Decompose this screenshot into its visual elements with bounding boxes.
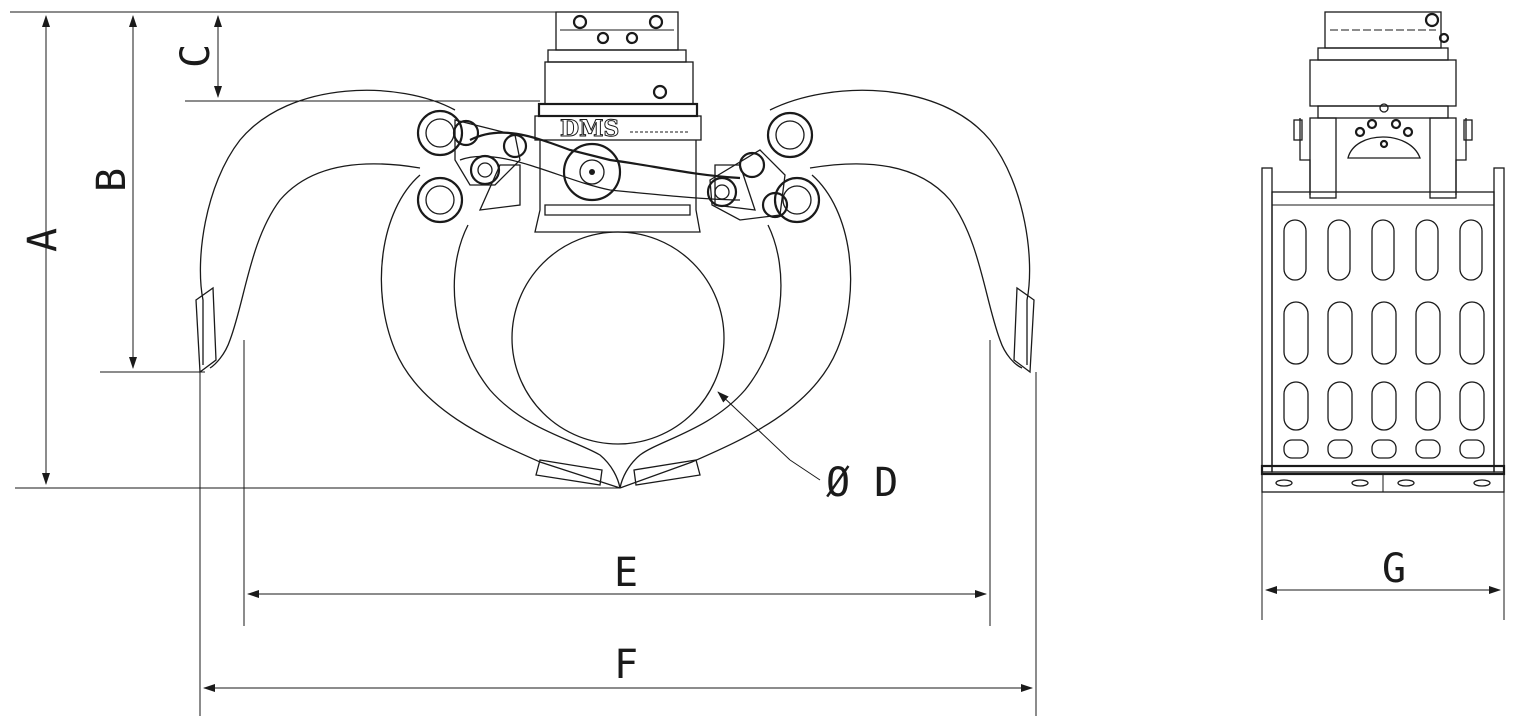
side-rotator xyxy=(1293,11,1473,199)
dimension-c: C xyxy=(173,15,540,102)
dimension-b-label: B xyxy=(89,168,135,192)
dimension-g-label: G xyxy=(1382,546,1406,592)
dimension-d-label: Ø D xyxy=(826,460,898,506)
dimension-f: F xyxy=(199,372,1037,716)
dimension-a: A xyxy=(10,11,620,489)
rotator-logo: DMS xyxy=(560,116,619,142)
dimension-a-label: A xyxy=(20,228,66,252)
side-view: G xyxy=(1260,11,1506,620)
inner-tines xyxy=(380,174,852,489)
dimension-c-label: C xyxy=(173,44,219,68)
side-slot-row-1 xyxy=(1283,219,1483,281)
side-slot-row-2 xyxy=(1283,301,1485,365)
dimension-e: E xyxy=(243,340,991,626)
grapple-body xyxy=(416,109,821,233)
side-slot-row-4 xyxy=(1283,439,1485,459)
front-view: A B C DMS xyxy=(10,11,1037,716)
dimension-d: Ø D xyxy=(511,231,898,506)
rotator: DMS xyxy=(534,11,702,143)
outer-tines xyxy=(195,89,1035,374)
dimension-g: G xyxy=(1261,492,1505,620)
side-slot-row-3 xyxy=(1283,381,1485,431)
dimension-b: B xyxy=(89,15,205,373)
dimension-e-label: E xyxy=(614,550,638,596)
side-tine-frame xyxy=(1260,167,1506,493)
dimension-f-label: F xyxy=(614,642,638,688)
